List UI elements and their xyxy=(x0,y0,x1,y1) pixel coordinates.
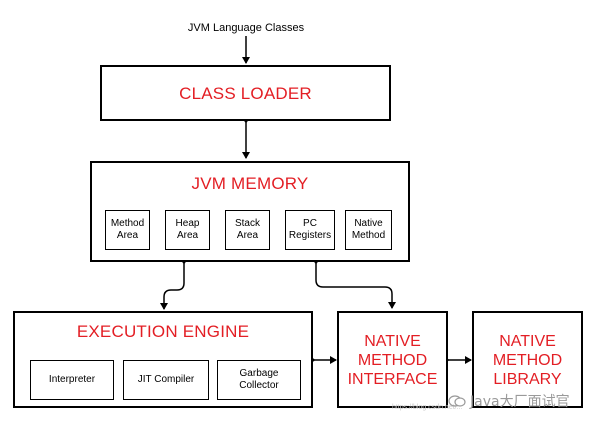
pc-registers-box: PC Registers xyxy=(285,210,335,250)
method-area-box: Method Area xyxy=(105,210,150,250)
native-method-library-title: NATIVE METHOD LIBRARY xyxy=(492,333,563,388)
stack-area-box: Stack Area xyxy=(225,210,270,250)
execution-engine-box: EXECUTION ENGINE Interpreter JIT Compile… xyxy=(13,311,313,408)
garbage-collector-box: Garbage Collector xyxy=(217,360,301,400)
jit-compiler-box: JIT Compiler xyxy=(123,360,209,400)
memory-interface-arrow xyxy=(312,258,396,309)
watermark: Java大厂面试官 xyxy=(448,391,570,411)
native-method-interface-title: NATIVE METHOD INTERFACE xyxy=(347,333,438,388)
watermark-text: Java大厂面试官 xyxy=(470,394,570,410)
heap-area-box: Heap Area xyxy=(165,210,210,250)
native-method-box: Native Method xyxy=(345,210,392,250)
class-loader-title: CLASS LOADER xyxy=(179,84,312,103)
watermark-url: https://blog.csdn.net/... xyxy=(392,404,463,411)
native-method-interface-box: NATIVE METHOD INTERFACE xyxy=(337,311,448,408)
jvm-memory-box: JVM MEMORY Method Area Heap Area Stack A… xyxy=(90,161,410,262)
native-method-library-box: NATIVE METHOD LIBRARY xyxy=(472,311,583,408)
input-label: JVM Language Classes xyxy=(187,22,305,34)
class-loader-box: CLASS LOADER xyxy=(100,65,391,121)
wechat-icon xyxy=(448,395,466,407)
memory-engine-arrow xyxy=(160,258,188,310)
execution-engine-title: EXECUTION ENGINE xyxy=(76,322,250,341)
jvm-memory-title: JVM MEMORY xyxy=(191,174,309,193)
interpreter-box: Interpreter xyxy=(30,360,114,400)
